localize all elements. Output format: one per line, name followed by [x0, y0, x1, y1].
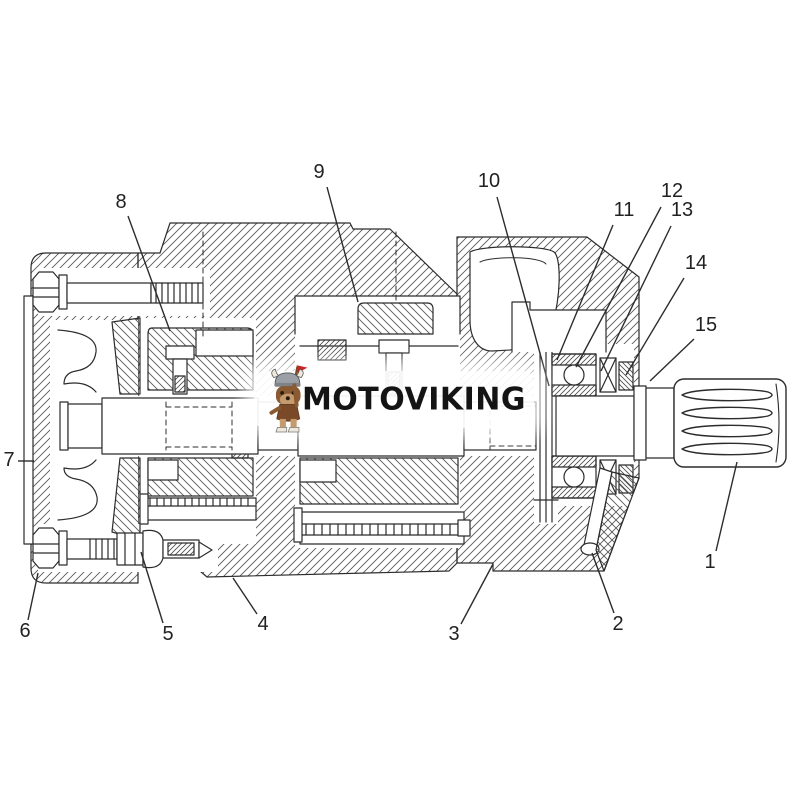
viking-mascot-icon	[269, 365, 308, 433]
callout-label-15: 15	[695, 314, 717, 336]
callout-label-4: 4	[257, 613, 268, 635]
callout-leader-5	[140, 551, 164, 624]
callout-label-7: 7	[3, 449, 14, 471]
callout-leader-14	[625, 277, 685, 376]
callout-leader-2	[591, 552, 615, 614]
callout-leader-11	[556, 224, 614, 361]
callout-leader-3	[460, 563, 494, 625]
callout-leader-10	[496, 196, 550, 387]
callout-label-12: 12	[661, 180, 683, 202]
callout-label-6: 6	[19, 620, 30, 642]
drain-tube	[580, 467, 640, 572]
ball-bearing-top	[551, 353, 597, 397]
callout-leader-13	[600, 225, 672, 372]
callout-leader-9	[326, 186, 359, 303]
watermark-band: MOTOVIKING	[254, 365, 534, 433]
callout-label-9: 9	[313, 161, 324, 183]
callout-label-3: 3	[448, 623, 459, 645]
callout-leader-6	[27, 572, 39, 621]
callout-leader-12	[575, 206, 662, 368]
callout-label-14: 14	[685, 252, 707, 274]
mounting-bolt-top	[32, 271, 204, 313]
callout-leader-1	[715, 461, 738, 552]
splined-shaft	[673, 378, 787, 468]
callout-label-11: 11	[614, 199, 635, 221]
ball-bearing-bottom	[551, 455, 597, 499]
callout-leader-15	[649, 338, 695, 382]
bearing-boss	[511, 301, 607, 353]
callout-label-5: 5	[162, 623, 173, 645]
callout-label-10: 10	[478, 170, 500, 192]
callout-leader-4	[232, 577, 258, 615]
callout-label-13: 13	[671, 199, 693, 221]
callout-label-8: 8	[115, 191, 126, 213]
callout-leader-8	[127, 215, 171, 332]
watermark-brand-text: MOTOVIKING	[301, 380, 526, 418]
callout-label-2: 2	[612, 613, 623, 635]
control-yoke	[57, 317, 141, 541]
relief-valve	[116, 529, 213, 569]
callout-label-1: 1	[704, 551, 715, 573]
